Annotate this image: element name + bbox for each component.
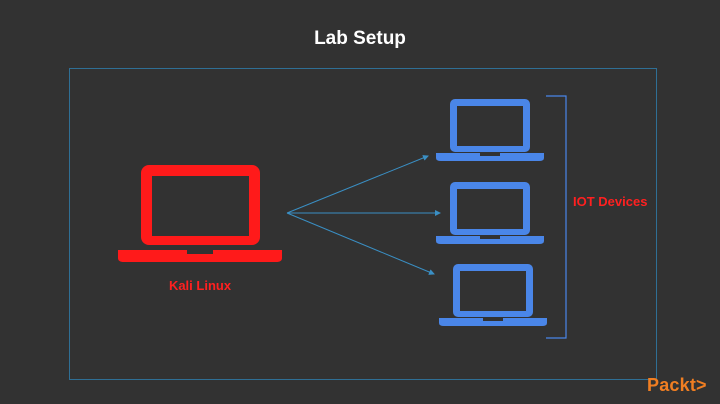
kali-linux-label: Kali Linux	[168, 278, 232, 293]
lab-frame	[69, 68, 657, 380]
iot-device-3-laptop-icon	[439, 264, 547, 326]
diagram-title: Lab Setup	[314, 28, 406, 49]
connector-to-device-1	[286, 155, 429, 214]
iot-devices-label: IOT Devices	[573, 194, 648, 209]
kali-linux-laptop-icon	[118, 165, 282, 262]
iot-device-1-laptop-icon	[436, 99, 544, 161]
iot-devices-bracket	[546, 95, 567, 339]
packt-logo: Packt>	[647, 375, 707, 395]
iot-device-2-laptop-icon	[436, 182, 544, 244]
connector-to-device-3	[286, 212, 435, 275]
